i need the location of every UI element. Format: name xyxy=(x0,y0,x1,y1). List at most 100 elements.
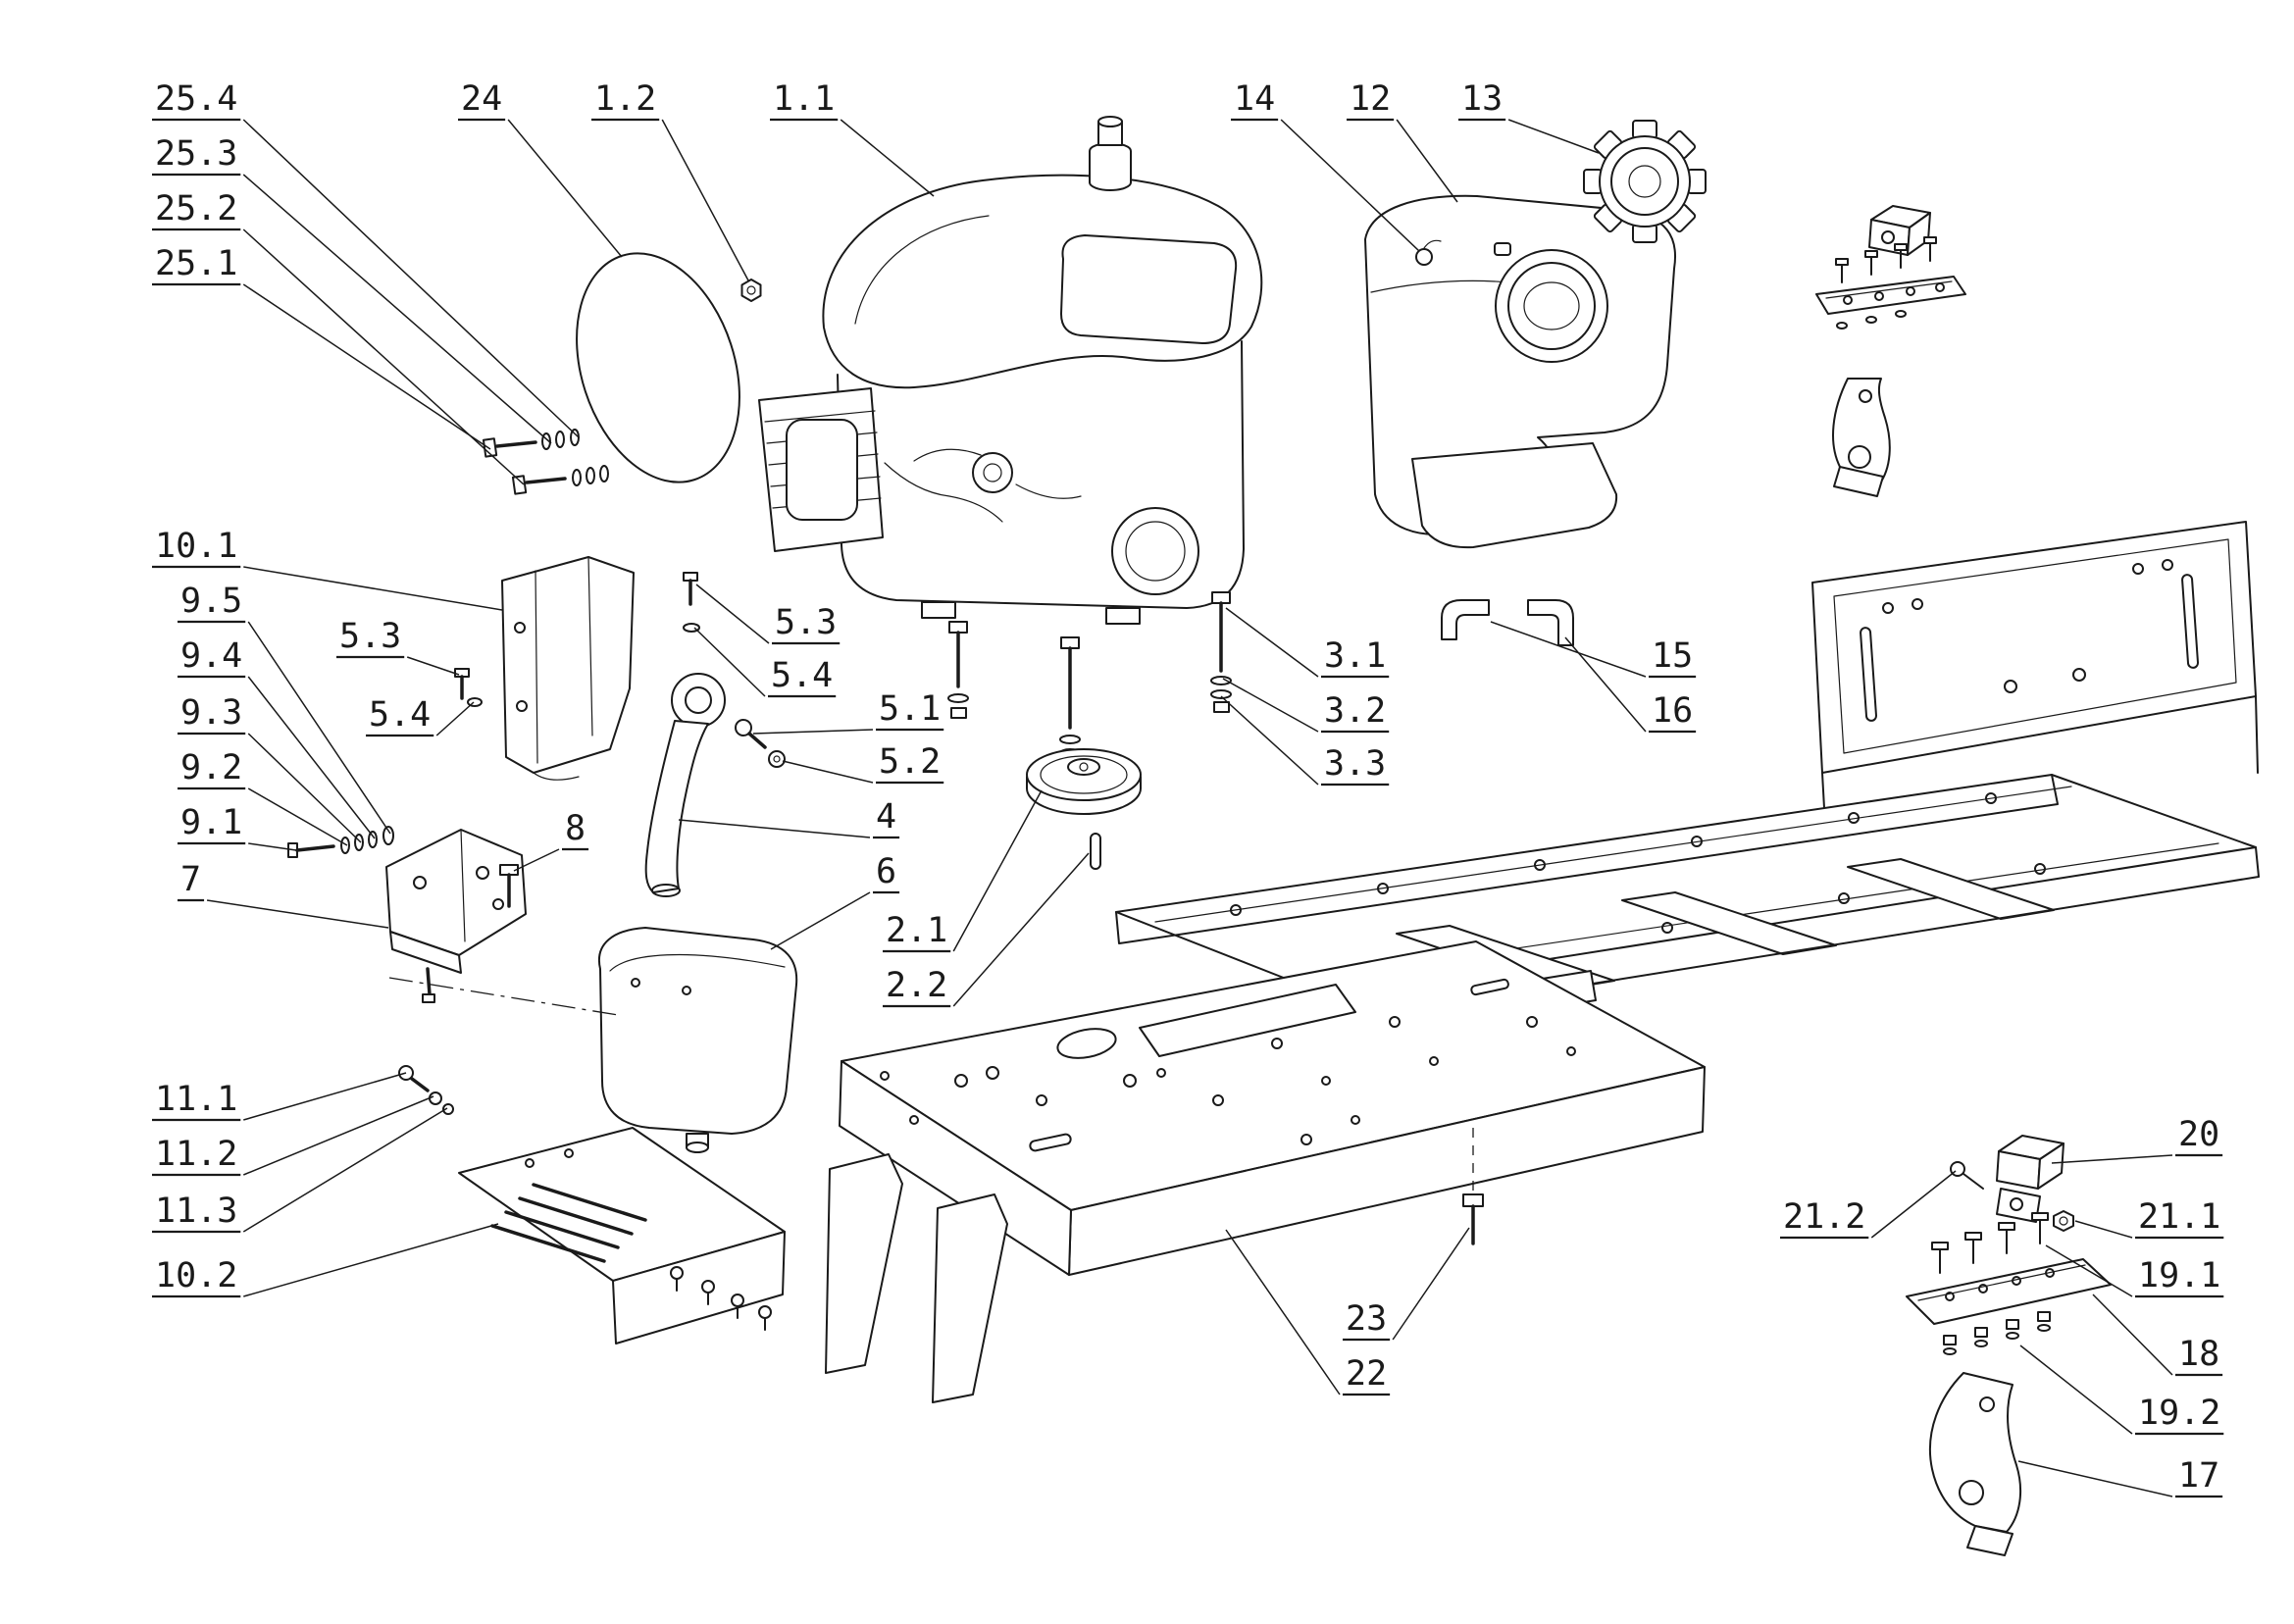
part-label-25-2-2: 25.2 xyxy=(152,189,525,485)
part-number: 6 xyxy=(876,852,896,891)
part-number: 15 xyxy=(1652,636,1693,676)
part-label-18-43: 18 xyxy=(2092,1294,2223,1377)
bolt-23 xyxy=(1462,1128,1484,1245)
part-label-11-2-34: 11.2 xyxy=(152,1095,434,1177)
leader-line xyxy=(247,621,391,835)
hardware-5-left xyxy=(454,668,483,707)
bracket-assembly-lower-right xyxy=(1906,1135,2112,1556)
part-label-4-24: 4 xyxy=(678,797,900,839)
part-number: 20 xyxy=(2178,1115,2219,1154)
leader-line xyxy=(952,789,1043,952)
part-label-12-8: 12 xyxy=(1347,79,1458,203)
leader-line xyxy=(247,676,376,839)
part-number: 11.2 xyxy=(155,1135,237,1174)
part-number: 5.1 xyxy=(879,689,941,729)
part-label-5-1-22: 5.1 xyxy=(752,689,944,735)
part-number: 3.2 xyxy=(1324,691,1386,731)
part-number: 23 xyxy=(1346,1299,1387,1339)
tank-fitting-14 xyxy=(1415,248,1433,266)
muffler xyxy=(597,927,798,1153)
part-number: 4 xyxy=(876,797,896,837)
part-label-9-2-16: 9.2 xyxy=(178,748,348,846)
part-number: 25.2 xyxy=(155,189,237,228)
part-label-5-3-20: 5.3 xyxy=(695,584,841,645)
part-number: 5.3 xyxy=(775,603,837,642)
part-label-10-1-10: 10.1 xyxy=(152,527,503,611)
leader-line xyxy=(248,842,297,851)
part-number: 5.2 xyxy=(879,742,941,782)
part-label-23-37: 23 xyxy=(1343,1227,1470,1342)
part-number: 21.2 xyxy=(1783,1197,1865,1237)
part-number: 3.1 xyxy=(1324,636,1386,676)
part-label-15-31: 15 xyxy=(1490,621,1697,679)
key-2-2 xyxy=(1090,833,1101,870)
part-label-25-3-1: 25.3 xyxy=(152,134,552,444)
frame-lower-plate xyxy=(825,940,1706,1403)
part-label-11-1-33: 11.1 xyxy=(152,1072,407,1122)
part-number: 25.1 xyxy=(155,244,237,283)
engine xyxy=(758,116,1263,625)
heat-shield-lower xyxy=(458,1127,786,1345)
leader-line xyxy=(2017,1460,2173,1497)
frame-rails xyxy=(1115,774,2260,1027)
leader-line xyxy=(2092,1294,2173,1376)
part-label-19-1-42: 19.1 xyxy=(2045,1244,2224,1298)
part-number: 18 xyxy=(2178,1335,2219,1374)
leader-line xyxy=(1225,1229,1341,1396)
leader-line xyxy=(1220,695,1319,786)
leader-line xyxy=(770,891,871,950)
part-label-9-4-13: 9.4 xyxy=(178,636,376,839)
part-label-21-1-41: 21.1 xyxy=(2074,1197,2224,1240)
part-label-6-25: 6 xyxy=(770,852,900,950)
part-label-5-3-12: 5.3 xyxy=(336,617,460,676)
part-label-8-19: 8 xyxy=(513,809,589,872)
part-label-5-2-23: 5.2 xyxy=(782,742,944,785)
fitting-15 xyxy=(1441,599,1490,640)
leader-line xyxy=(1870,1170,1957,1239)
part-label-13-9: 13 xyxy=(1458,79,1600,154)
leader-line xyxy=(1564,636,1647,733)
part-number: 19.1 xyxy=(2138,1256,2220,1295)
leader-line xyxy=(242,119,580,438)
hardware-11 xyxy=(398,1065,454,1115)
part-label-17-45: 17 xyxy=(2017,1456,2223,1498)
part-number: 9.2 xyxy=(180,748,242,787)
part-number: 7 xyxy=(180,860,201,899)
part-label-2-2-27: 2.2 xyxy=(883,852,1090,1008)
leader-line xyxy=(1280,119,1420,252)
part-label-7-18: 7 xyxy=(178,860,389,929)
frame-rear-section xyxy=(1811,521,2259,844)
leader-line xyxy=(1225,607,1319,678)
pulley xyxy=(1026,748,1142,815)
part-label-14-7: 14 xyxy=(1231,79,1420,252)
leader-line xyxy=(2051,1154,2173,1164)
part-label-1-1-6: 1.1 xyxy=(770,79,935,197)
part-number: 3.3 xyxy=(1324,744,1386,784)
part-label-11-3-35: 11.3 xyxy=(152,1107,448,1234)
hardware-3 xyxy=(1210,591,1232,713)
part-number: 12 xyxy=(1350,79,1391,119)
part-label-9-3-15: 9.3 xyxy=(178,693,362,843)
leader-line xyxy=(2074,1220,2133,1239)
leader-line xyxy=(206,899,389,929)
part-number: 8 xyxy=(565,809,586,848)
part-number: 5.4 xyxy=(369,695,431,735)
part-number: 2.2 xyxy=(886,966,947,1005)
part-number: 1.1 xyxy=(773,79,835,119)
part-label-2-1-26: 2.1 xyxy=(883,789,1043,953)
part-number: 21.1 xyxy=(2138,1197,2220,1237)
part-number: 9.4 xyxy=(180,636,242,676)
part-number: 16 xyxy=(1652,691,1693,731)
fuel-tank xyxy=(1364,194,1676,549)
leader-line xyxy=(247,733,362,843)
part-number: 11.3 xyxy=(155,1192,237,1231)
centerline xyxy=(388,977,619,1016)
leader-line xyxy=(243,1223,499,1297)
leader-line xyxy=(1490,621,1647,678)
heat-shield-upper xyxy=(501,556,635,781)
bracket-17 xyxy=(1928,1372,2022,1533)
part-number: 13 xyxy=(1461,79,1503,119)
oil-filter xyxy=(1111,507,1199,595)
